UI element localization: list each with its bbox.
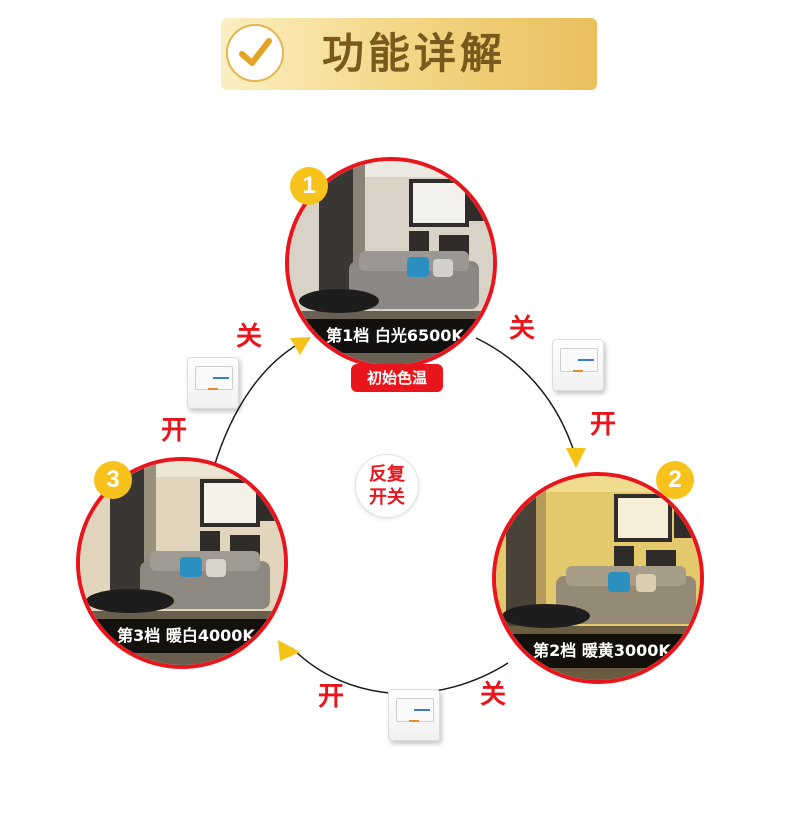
arc-3-to-1 (213, 342, 301, 468)
mode-1-number-badge: 1 (290, 167, 328, 205)
wall-switch-icon (552, 339, 604, 391)
label-off-top-right: 关 (508, 314, 535, 344)
wall-switch-icon (388, 689, 440, 741)
label-on-left: 开 (160, 416, 187, 446)
checkmark-icon (226, 24, 284, 82)
label-on-right: 开 (589, 410, 616, 440)
initial-color-temperature-tag: 初始色温 (351, 364, 443, 392)
mode-2-photo: 第2档 暖黄3000K (492, 472, 704, 684)
arrow-icon (566, 448, 586, 468)
page-title: 功能详解 (322, 29, 507, 78)
repeat-switch-center: 反复 开关 (355, 454, 419, 518)
mode-1-caption: 第1档 白光6500K (289, 319, 493, 353)
mode-3-photo: 第3档 暖白4000K (76, 457, 288, 669)
label-off-top-left: 关 (235, 322, 262, 352)
label-on-bottom-left: 开 (317, 682, 344, 712)
center-text-line-2: 开关 (369, 487, 405, 508)
mode-3-caption: 第3档 暖白4000K (80, 619, 284, 653)
label-off-bottom-right: 关 (479, 680, 506, 710)
mode-2-caption: 第2档 暖黄3000K (496, 634, 700, 668)
center-text-line-1: 反复 (369, 464, 405, 485)
mode-3-number-badge: 3 (94, 461, 132, 499)
mode-1-photo: 第1档 白光6500K (285, 157, 497, 369)
mode-2-number-badge: 2 (656, 461, 694, 499)
wall-switch-icon (187, 357, 239, 409)
